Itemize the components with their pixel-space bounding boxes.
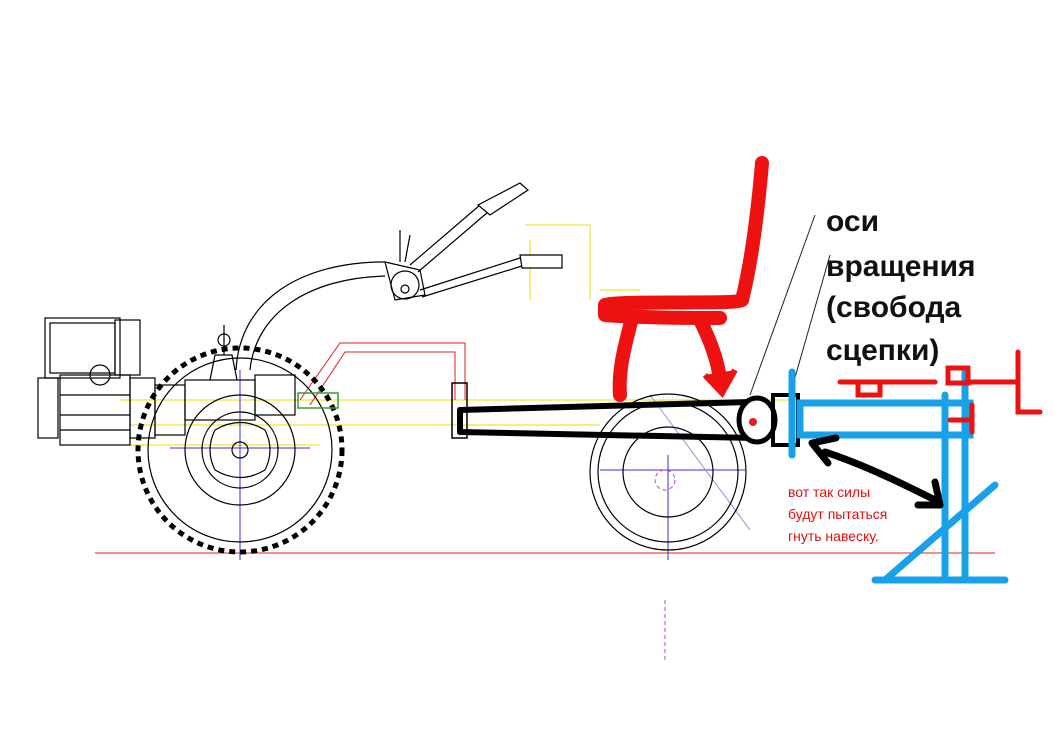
wheel-icon [135,345,345,555]
axes-label-line3: (свобода [826,291,962,324]
force-note-line2: будут пытаться [788,506,888,522]
red-hitch-outline [837,349,1043,435]
coupler-green [297,392,339,409]
handlebar [235,182,563,371]
rear-wheel [589,393,747,551]
force-note-line1: вот так силы [788,484,871,500]
seat-arrow [702,368,738,399]
axes-label-line4: сцепки) [826,334,940,367]
magenta-guides [654,469,676,660]
hitch-icon [788,368,1009,584]
axes-label-line1: оси [826,205,880,238]
axis-pointer-lines [749,214,831,396]
axes-label-line2: вращения [826,250,976,283]
yellow-guides [120,224,800,446]
engine-icon [37,317,296,446]
blue-guides [170,370,751,560]
red-guides [299,342,466,406]
force-note-line3: гнуть навеску. [788,528,879,544]
seat-icon [598,156,769,402]
force-arrow [808,434,944,509]
frame-bars [457,399,758,441]
